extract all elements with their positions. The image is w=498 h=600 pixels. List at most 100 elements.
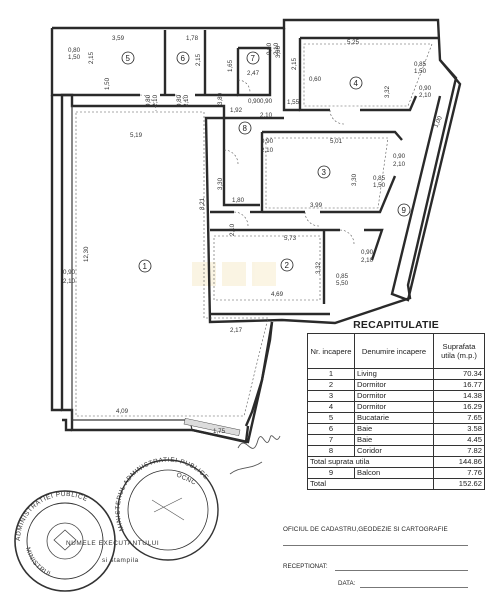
svg-text:1,55: 1,55 [287, 99, 300, 106]
svg-text:1,50: 1,50 [414, 68, 427, 75]
svg-text:5,50: 5,50 [336, 280, 349, 287]
outer-wall [52, 18, 458, 444]
svg-text:5,25: 5,25 [347, 39, 360, 46]
svg-text:0,90: 0,90 [260, 98, 273, 105]
svg-text:1,00: 1,00 [432, 114, 444, 128]
svg-text:3,99: 3,99 [310, 202, 323, 209]
svg-text:3,30: 3,30 [351, 173, 358, 186]
svg-text:2,10: 2,10 [393, 161, 406, 168]
svg-text:0,60: 0,60 [309, 76, 322, 83]
svg-text:12,30: 12,30 [83, 246, 90, 262]
svg-text:2,15: 2,15 [88, 51, 95, 64]
svg-text:2,15: 2,15 [195, 53, 202, 66]
room-number: 1 [143, 262, 148, 271]
svg-text:2,10: 2,10 [63, 278, 76, 285]
svg-text:4,09: 4,09 [116, 408, 129, 415]
svg-text:MINISTRUL: MINISTRUL [24, 547, 53, 579]
data-line [360, 587, 468, 588]
svg-text:0,80: 0,80 [145, 94, 152, 107]
svg-text:0,90: 0,90 [63, 269, 76, 276]
svg-text:0,85: 0,85 [414, 61, 427, 68]
signature-line-1 [283, 545, 468, 546]
svg-text:ADMINISTRATIEI PUBLICE: ADMINISTRATIEI PUBLICE [15, 491, 89, 541]
svg-text:5,01: 5,01 [330, 138, 343, 145]
dimension-labels: 3,59 1,78 5,25 0,80 1,50 2,15 1,50 2,15 … [63, 35, 444, 435]
recap-table: Nr. incapere Denumire incapere Suprafata… [307, 333, 485, 490]
svg-text:2,10: 2,10 [273, 42, 280, 55]
svg-text:0,85: 0,85 [373, 175, 386, 182]
left-official-stamp: ADMINISTRATIEI PUBLICE MINISTRUL si stam… [14, 490, 159, 592]
svg-text:5,73: 5,73 [284, 235, 297, 242]
svg-text:MINISTERUL ADMINISTRATIEI PUBL: MINISTERUL ADMINISTRATIEI PUBLICE [115, 457, 210, 532]
svg-text:2,10: 2,10 [229, 223, 236, 236]
svg-text:0,90: 0,90 [261, 138, 274, 145]
svg-text:si stampila: si stampila [102, 557, 139, 564]
svg-text:0,90: 0,90 [393, 153, 406, 160]
svg-text:2,15: 2,15 [291, 57, 298, 70]
svg-text:0,90: 0,90 [361, 249, 374, 256]
svg-text:1,78: 1,78 [186, 35, 199, 42]
watermark-logo [192, 262, 276, 286]
svg-text:8,21: 8,21 [199, 197, 206, 210]
svg-text:2,10: 2,10 [183, 94, 190, 107]
svg-text:OCNC: OCNC [175, 471, 197, 486]
room-number: 4 [354, 79, 359, 88]
room-number: 3 [322, 168, 327, 177]
room-number: 7 [251, 54, 256, 63]
svg-text:3,80: 3,80 [217, 92, 224, 105]
svg-text:0,85: 0,85 [336, 273, 349, 280]
svg-text:0,80: 0,80 [68, 47, 81, 54]
room-number: 6 [181, 54, 186, 63]
svg-text:0,90: 0,90 [248, 98, 261, 105]
svg-text:2,10: 2,10 [152, 94, 159, 107]
svg-text:2,10: 2,10 [260, 112, 273, 119]
svg-text:2,10: 2,10 [419, 92, 432, 99]
office-title: OFICIUL DE CADASTRU,GEODEZIE SI CARTOGRA… [283, 526, 448, 533]
svg-text:2,17: 2,17 [230, 327, 243, 334]
room-number: 5 [126, 54, 131, 63]
room-number: 2 [285, 261, 290, 270]
svg-text:3,30: 3,30 [217, 177, 224, 190]
svg-text:1,80: 1,80 [232, 197, 245, 204]
recap-title: RECAPITULATIE [353, 319, 439, 331]
svg-text:3,32: 3,32 [384, 85, 391, 98]
svg-text:0,80: 0,80 [176, 94, 183, 107]
svg-text:NUMELE EXECUTANTULUI: NUMELE EXECUTANTULUI [66, 540, 159, 547]
recap-header-row: Nr. incapere Denumire incapere Suprafata… [307, 333, 485, 369]
svg-text:3,59: 3,59 [112, 35, 125, 42]
svg-text:3,80: 3,80 [275, 45, 282, 58]
svg-text:1,75: 1,75 [213, 428, 226, 435]
svg-text:1,50: 1,50 [68, 54, 81, 61]
header-denumire: Denumire incapere [354, 333, 434, 369]
svg-text:2,47: 2,47 [247, 70, 260, 77]
svg-text:1,92: 1,92 [230, 107, 243, 114]
data-label: DATA: [338, 580, 356, 587]
svg-text:2,10: 2,10 [261, 147, 274, 154]
svg-text:0,90: 0,90 [266, 42, 273, 55]
svg-text:0,90: 0,90 [419, 85, 432, 92]
svg-text:1,65: 1,65 [227, 59, 234, 72]
svg-text:3,32: 3,32 [315, 261, 322, 274]
svg-text:1,50: 1,50 [104, 77, 111, 90]
svg-text:4,69: 4,69 [271, 291, 284, 298]
header-nr: Nr. incapere [307, 333, 355, 369]
svg-text:2,10: 2,10 [361, 257, 374, 264]
receptionat-label: RECEPTIONAT: [283, 563, 328, 570]
room-number: 8 [243, 124, 248, 133]
svg-text:5,19: 5,19 [130, 132, 143, 139]
room-number: 9 [402, 206, 407, 215]
svg-text:1,50: 1,50 [373, 182, 386, 189]
header-suprafata: Suprafata utila (m.p.) [433, 333, 485, 369]
signature-scribble [229, 435, 281, 475]
